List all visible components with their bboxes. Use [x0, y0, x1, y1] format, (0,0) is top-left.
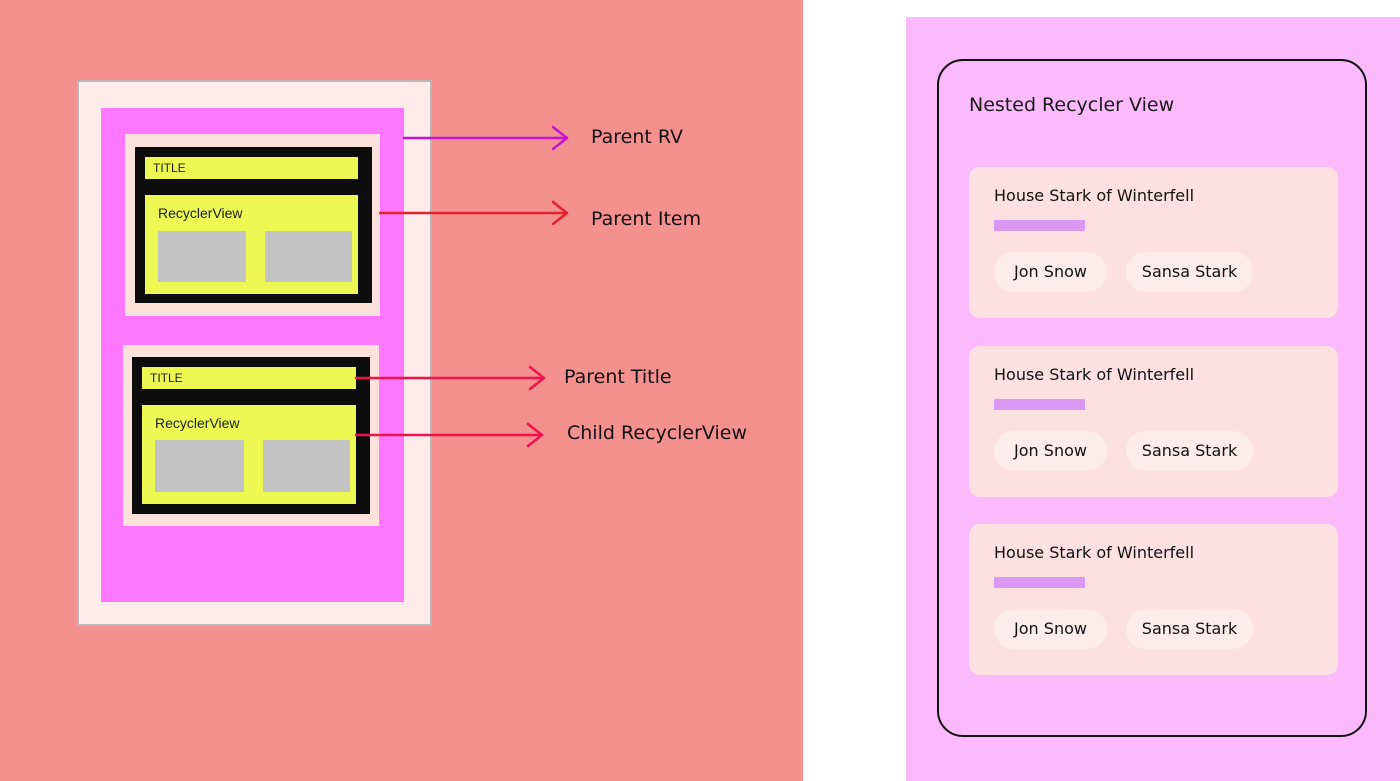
- parent-title-bar: TITLE: [145, 157, 358, 179]
- child-item: [158, 231, 246, 282]
- house-card[interactable]: House Stark of Winterfell Jon Snow Sansa…: [969, 167, 1338, 318]
- callout-parent-rv: Parent RV: [591, 126, 684, 148]
- child-recyclerview-label: RecyclerView: [155, 415, 240, 431]
- member-chip[interactable]: Sansa Stark: [1126, 252, 1253, 292]
- member-chip[interactable]: Jon Snow: [994, 609, 1107, 649]
- arrow-child-recyclerview: [354, 422, 544, 448]
- accent-bar: [994, 399, 1085, 410]
- member-chip[interactable]: Jon Snow: [994, 252, 1107, 292]
- child-item: [265, 231, 352, 282]
- screen-title: Nested Recycler View: [969, 94, 1175, 116]
- parent-title-bar: TITLE: [142, 367, 356, 389]
- child-item: [263, 440, 350, 492]
- arrow-parent-item: [378, 200, 569, 226]
- callout-parent-title: Parent Title: [564, 366, 672, 388]
- arrow-parent-title: [354, 365, 546, 391]
- child-item: [155, 440, 244, 492]
- accent-bar: [994, 577, 1085, 588]
- device-frame: [937, 59, 1367, 737]
- member-chip[interactable]: Sansa Stark: [1126, 431, 1253, 471]
- callout-arrows: [354, 125, 569, 448]
- accent-bar: [994, 220, 1085, 231]
- arrow-parent-rv: [402, 125, 569, 151]
- house-title: House Stark of Winterfell: [994, 543, 1195, 562]
- house-card[interactable]: House Stark of Winterfell Jon Snow Sansa…: [969, 524, 1338, 675]
- member-chip[interactable]: Sansa Stark: [1126, 609, 1253, 649]
- child-recyclerview-label: RecyclerView: [158, 205, 243, 221]
- member-chip[interactable]: Jon Snow: [994, 431, 1107, 471]
- house-card[interactable]: House Stark of Winterfell Jon Snow Sansa…: [969, 346, 1338, 497]
- house-title: House Stark of Winterfell: [994, 186, 1195, 205]
- house-title: House Stark of Winterfell: [994, 365, 1195, 384]
- callout-child-recyclerview: Child RecyclerView: [567, 422, 748, 444]
- callout-parent-item: Parent Item: [591, 208, 702, 230]
